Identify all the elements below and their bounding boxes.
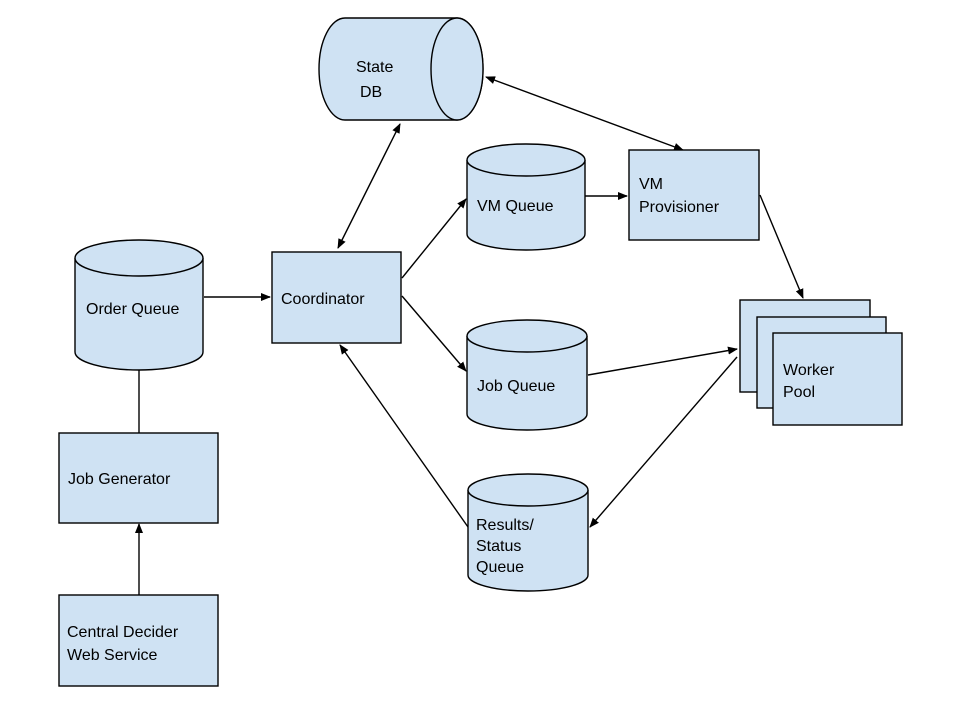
edge-coordinator-to-job-queue <box>401 295 467 372</box>
job-generator-box <box>58 432 219 524</box>
order-queue-node[interactable]: Order Queue <box>74 239 204 371</box>
vm-queue-node[interactable]: VM Queue <box>466 143 586 251</box>
job-queue-label: Job Queue <box>477 378 555 395</box>
results-status-queue-node[interactable]: Results/ Status Queue <box>467 473 589 592</box>
order-queue-cylinder <box>74 258 204 371</box>
vm-provisioner-label-line2: Provisioner <box>639 199 720 216</box>
worker-pool-label-line1: Worker <box>783 362 835 379</box>
coordinator-node[interactable]: Coordinator <box>271 251 402 344</box>
edge-worker-pool-to-results-queue <box>589 356 738 528</box>
edge-coordinator-to-vm-queue <box>401 198 467 279</box>
vm-queue-cylinder-top <box>466 143 586 177</box>
results-queue-label-line3: Queue <box>476 559 524 576</box>
vm-provisioner-node[interactable]: VM Provisioner <box>628 149 760 241</box>
worker-pool-label-line2: Pool <box>783 384 815 401</box>
vm-queue-label: VM Queue <box>477 198 554 215</box>
job-queue-node[interactable]: Job Queue <box>466 319 588 431</box>
edges <box>135 76 804 595</box>
edge-job-queue-to-worker-pool <box>587 346 738 376</box>
worker-pool-node[interactable]: Worker Pool <box>739 299 903 426</box>
job-queue-cylinder-top <box>466 319 588 353</box>
vm-provisioner-box <box>628 149 760 241</box>
job-queue-cylinder <box>466 336 588 431</box>
state-db-cylinder-cap <box>430 17 484 121</box>
edge-results-queue-to-coordinator <box>339 344 469 528</box>
central-decider-node[interactable]: Central Decider Web Service <box>58 594 219 687</box>
central-decider-label-line1: Central Decider <box>67 624 179 641</box>
results-queue-cylinder-top <box>467 473 589 507</box>
order-queue-label: Order Queue <box>86 301 179 318</box>
results-queue-label-line2: Status <box>476 538 521 555</box>
results-queue-label-line1: Results/ <box>476 517 534 534</box>
central-decider-label-line2: Web Service <box>67 647 158 664</box>
state-db-label-line2: DB <box>360 84 382 101</box>
worker-pool-box-front <box>772 332 903 426</box>
edge-coordinator-state-db <box>337 123 401 249</box>
job-generator-node[interactable]: Job Generator <box>58 432 219 524</box>
edge-state-db-vm-provisioner <box>485 76 684 151</box>
vm-provisioner-label-line1: VM <box>639 176 663 193</box>
results-queue-cylinder <box>467 490 589 592</box>
central-decider-box <box>58 594 219 687</box>
state-db-label-line1: State <box>356 59 393 76</box>
job-generator-label: Job Generator <box>68 471 171 488</box>
coordinator-label: Coordinator <box>281 291 365 308</box>
edge-vm-provisioner-to-worker-pool <box>759 194 804 299</box>
order-queue-cylinder-top <box>74 239 204 277</box>
coordinator-box <box>271 251 402 344</box>
state-db-node[interactable]: State DB <box>318 17 484 121</box>
vm-queue-cylinder <box>466 160 586 251</box>
